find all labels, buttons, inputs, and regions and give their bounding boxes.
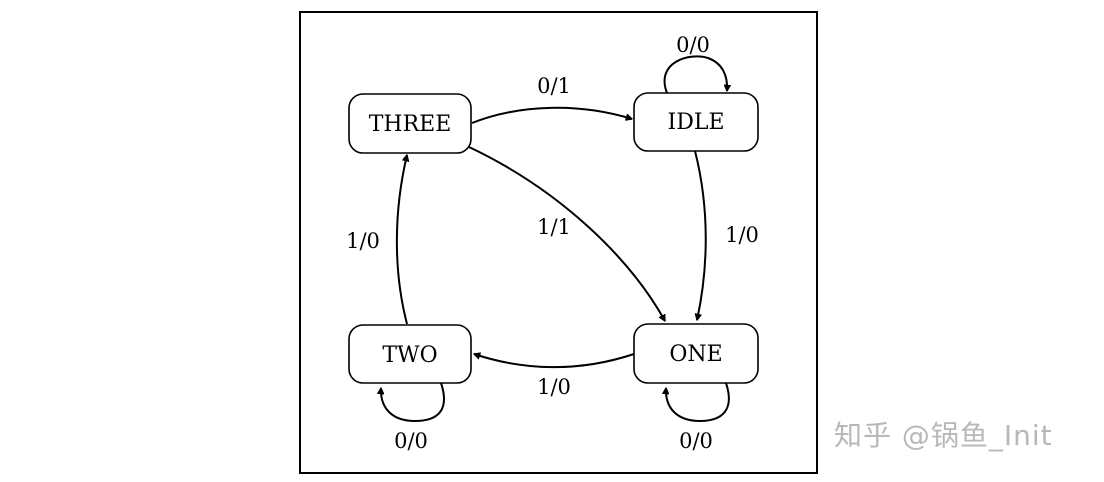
- state-one: ONE: [633, 323, 759, 384]
- edge-two-to-three: [395, 155, 407, 325]
- label-idle-to-one: 1/0: [725, 223, 759, 247]
- edge-two-self: [381, 382, 445, 423]
- label-one-self: 0/0: [679, 429, 713, 453]
- diagram-frame: [299, 11, 818, 474]
- state-three: THREE: [348, 93, 472, 154]
- label-three-to-idle: 0/1: [537, 74, 571, 98]
- label-idle-self: 0/0: [676, 33, 710, 57]
- state-two: TWO: [348, 324, 472, 384]
- state-three-label: THREE: [369, 112, 452, 137]
- label-three-to-one: 1/1: [537, 215, 571, 239]
- state-two-label: TWO: [382, 343, 437, 368]
- label-two-to-three: 1/0: [346, 229, 380, 253]
- watermark: 知乎 @锅鱼_Init: [834, 419, 1053, 452]
- edge-three-to-idle: [471, 106, 632, 124]
- edge-one-self: [666, 382, 730, 423]
- edge-one-to-two: [474, 354, 635, 369]
- edge-idle-to-one: [694, 150, 707, 320]
- edge-idle-self: [663, 55, 728, 94]
- label-one-to-two: 1/0: [537, 375, 571, 399]
- label-two-self: 0/0: [394, 429, 428, 453]
- edge-three-to-one: [468, 146, 666, 321]
- state-one-label: ONE: [669, 342, 722, 367]
- state-idle: IDLE: [633, 92, 759, 152]
- state-idle-label: IDLE: [668, 110, 725, 135]
